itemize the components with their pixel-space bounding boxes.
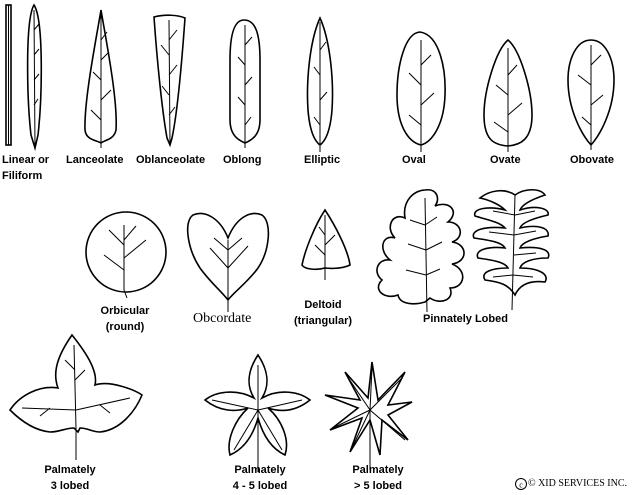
linear-leaf-drawing <box>5 3 43 152</box>
label-orbicular-line2: (round) <box>105 321 145 333</box>
label-linear: Linear or Filiform <box>2 152 49 184</box>
label-orbicular: Orbicular (round) <box>95 303 155 335</box>
label-palmately-3-line2: 3 lobed <box>50 480 90 492</box>
copyright-icon: c <box>515 478 527 490</box>
oblanceolate-leaf-drawing <box>153 14 186 148</box>
label-palmately-more-than-5-lobed: Palmately > 5 lobed <box>338 462 418 494</box>
label-palmately-4-5-lobed: Palmately 4 - 5 lobed <box>220 462 300 494</box>
label-obcordate: Obcordate <box>193 311 252 326</box>
oval-leaf-drawing <box>396 31 446 152</box>
label-palmately-3-line1: Palmately <box>44 464 96 476</box>
oblong-leaf-drawing <box>229 19 261 148</box>
palmately-more-than-5-lobed-leaf-drawing <box>324 361 413 470</box>
svg-text:c: c <box>519 481 523 490</box>
label-deltoid-line1: Deltoid <box>304 299 342 311</box>
label-linear-line2: Filiform <box>2 170 43 182</box>
obcordate-leaf-drawing <box>186 212 270 312</box>
label-oblanceolate: Oblanceolate <box>136 154 206 166</box>
label-oblong: Oblong <box>223 154 262 166</box>
label-palmately-4-5-line2: 4 - 5 lobed <box>232 480 288 492</box>
pinnately-lobed-leaf-drawing-cut <box>472 188 550 311</box>
label-linear-line1: Linear or <box>2 154 50 166</box>
label-palmately-3-lobed: Palmately 3 lobed <box>35 462 105 494</box>
label-elliptic: Elliptic <box>304 154 341 166</box>
ovate-leaf-drawing <box>483 38 533 152</box>
obovate-leaf-drawing <box>567 39 615 150</box>
label-palmately-5plus-line2: > 5 lobed <box>354 480 402 492</box>
pinnately-lobed-leaf-drawing-oak <box>376 189 465 313</box>
label-deltoid-line2: (triangular) <box>293 315 353 327</box>
label-pinnately-lobed: Pinnately Lobed <box>423 313 508 325</box>
label-orbicular-line1: Orbicular <box>100 305 150 317</box>
label-deltoid: Deltoid (triangular) <box>288 297 358 329</box>
lanceolate-leaf-drawing <box>84 9 118 148</box>
label-oval: Oval <box>402 154 426 166</box>
label-ovate: Ovate <box>490 154 521 166</box>
elliptic-leaf-drawing <box>306 16 334 152</box>
copyright-notice: © XID SERVICES INC. <box>527 478 627 489</box>
orbicular-leaf-drawing <box>85 211 167 299</box>
deltoid-leaf-drawing <box>301 208 351 280</box>
palmately-3-lobed-leaf-drawing <box>8 333 143 460</box>
label-obovate: Obovate <box>570 154 615 166</box>
label-lanceolate: Lanceolate <box>66 154 124 166</box>
palmately-4-5-lobed-leaf-drawing <box>203 353 312 472</box>
label-palmately-4-5-line1: Palmately <box>234 464 286 476</box>
label-palmately-5plus-line1: Palmately <box>352 464 404 476</box>
